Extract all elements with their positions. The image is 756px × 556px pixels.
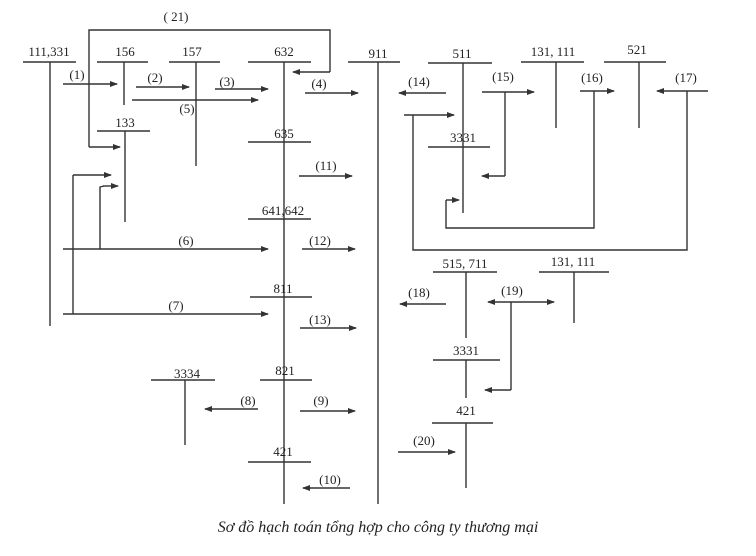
flow-3: (3) xyxy=(215,74,269,92)
t-account-641-642: 641,642 xyxy=(248,203,311,220)
account-label: 156 xyxy=(115,44,135,59)
flow-6: (6) xyxy=(63,183,269,252)
t-account-421-right: 421 xyxy=(432,403,493,488)
t-account-131-111-top: 131, 111 xyxy=(521,44,584,128)
account-label: 111,331 xyxy=(28,44,69,59)
flow-2: (2) xyxy=(136,70,190,90)
step-label: (6) xyxy=(178,233,193,248)
account-label: 521 xyxy=(627,42,647,57)
t-account-3331-bottom: 3331 xyxy=(433,343,500,398)
step-label: (19) xyxy=(501,283,523,298)
step-label: (1) xyxy=(69,67,84,82)
account-label: 911 xyxy=(368,46,387,61)
step-label: (5) xyxy=(179,101,194,116)
flow-19: (19) xyxy=(484,283,555,393)
flow-14: (14) xyxy=(398,74,446,96)
account-label: 3331 xyxy=(453,343,479,358)
step-label: ( 21) xyxy=(164,9,189,24)
flow-5: (5) xyxy=(132,97,259,116)
flow-8: (8) xyxy=(204,393,258,412)
t-account-157: 157 xyxy=(169,44,220,166)
step-label: (4) xyxy=(311,76,326,91)
account-label: 131, 111 xyxy=(531,44,576,59)
t-account-515-711: 515, 711 xyxy=(433,256,497,338)
flow-18: (18) xyxy=(399,285,446,307)
t-account-3334: 3334 xyxy=(151,366,215,445)
account-label: 3331 xyxy=(450,130,476,145)
account-label: 811 xyxy=(273,281,292,296)
step-label: (2) xyxy=(147,70,162,85)
flow-9: (9) xyxy=(300,393,356,414)
t-account-511: 511 xyxy=(428,46,492,213)
t-account-821: 821 xyxy=(260,363,312,381)
account-label: 421 xyxy=(273,444,293,459)
flow-1: (1) xyxy=(63,67,118,87)
t-account-3331-top: 3331 xyxy=(428,130,490,148)
account-label: 133 xyxy=(115,115,135,130)
flow-21: ( 21) xyxy=(88,9,331,150)
flow-15: (15) xyxy=(481,69,535,179)
account-label: 157 xyxy=(182,44,202,59)
step-label: (13) xyxy=(309,312,331,327)
flow-17: (17) xyxy=(404,70,708,251)
flow-11: (11) xyxy=(299,158,353,179)
t-account-632: 632 xyxy=(248,44,311,504)
account-label: 511 xyxy=(452,46,471,61)
t-account-635: 635 xyxy=(248,126,311,143)
step-label: (20) xyxy=(413,433,435,448)
flow-10: (10) xyxy=(302,472,350,491)
account-label: 641,642 xyxy=(262,203,304,218)
step-label: (12) xyxy=(309,233,331,248)
t-account-111-331: 111,331 xyxy=(23,44,76,326)
flow-16: (16) xyxy=(445,70,615,229)
step-label: (8) xyxy=(240,393,255,408)
step-label: (9) xyxy=(313,393,328,408)
t-account-911: 911 xyxy=(348,46,400,504)
t-account-811: 811 xyxy=(250,281,312,298)
account-label: 632 xyxy=(274,44,294,59)
step-label: (16) xyxy=(581,70,603,85)
t-account-521: 521 xyxy=(604,42,666,128)
step-label: (11) xyxy=(315,158,336,173)
t-account-156: 156 xyxy=(97,44,148,105)
flow-20: (20) xyxy=(398,433,456,455)
flow-12: (12) xyxy=(302,233,356,252)
flow-4: (4) xyxy=(305,76,359,96)
account-label: 131, 111 xyxy=(551,254,596,269)
step-label: (17) xyxy=(675,70,697,85)
account-label: 515, 711 xyxy=(442,256,487,271)
step-label: (15) xyxy=(492,69,514,84)
t-account-133: 133 xyxy=(97,115,150,222)
flow-7: (7) xyxy=(63,172,269,317)
step-label: (18) xyxy=(408,285,430,300)
step-label: (7) xyxy=(168,298,183,313)
t-account-131-111-bottom: 131, 111 xyxy=(539,254,609,323)
diagram-caption: Sơ đồ hạch toán tổng hợp cho công ty thư… xyxy=(218,519,539,536)
account-label: 821 xyxy=(275,363,295,378)
account-label: 3334 xyxy=(174,366,201,381)
t-account-421-left: 421 xyxy=(248,444,311,463)
step-label: (10) xyxy=(319,472,341,487)
step-label: (3) xyxy=(219,74,234,89)
flow-13: (13) xyxy=(300,312,357,331)
step-label: (14) xyxy=(408,74,430,89)
account-label: 635 xyxy=(274,126,294,141)
account-label: 421 xyxy=(456,403,476,418)
